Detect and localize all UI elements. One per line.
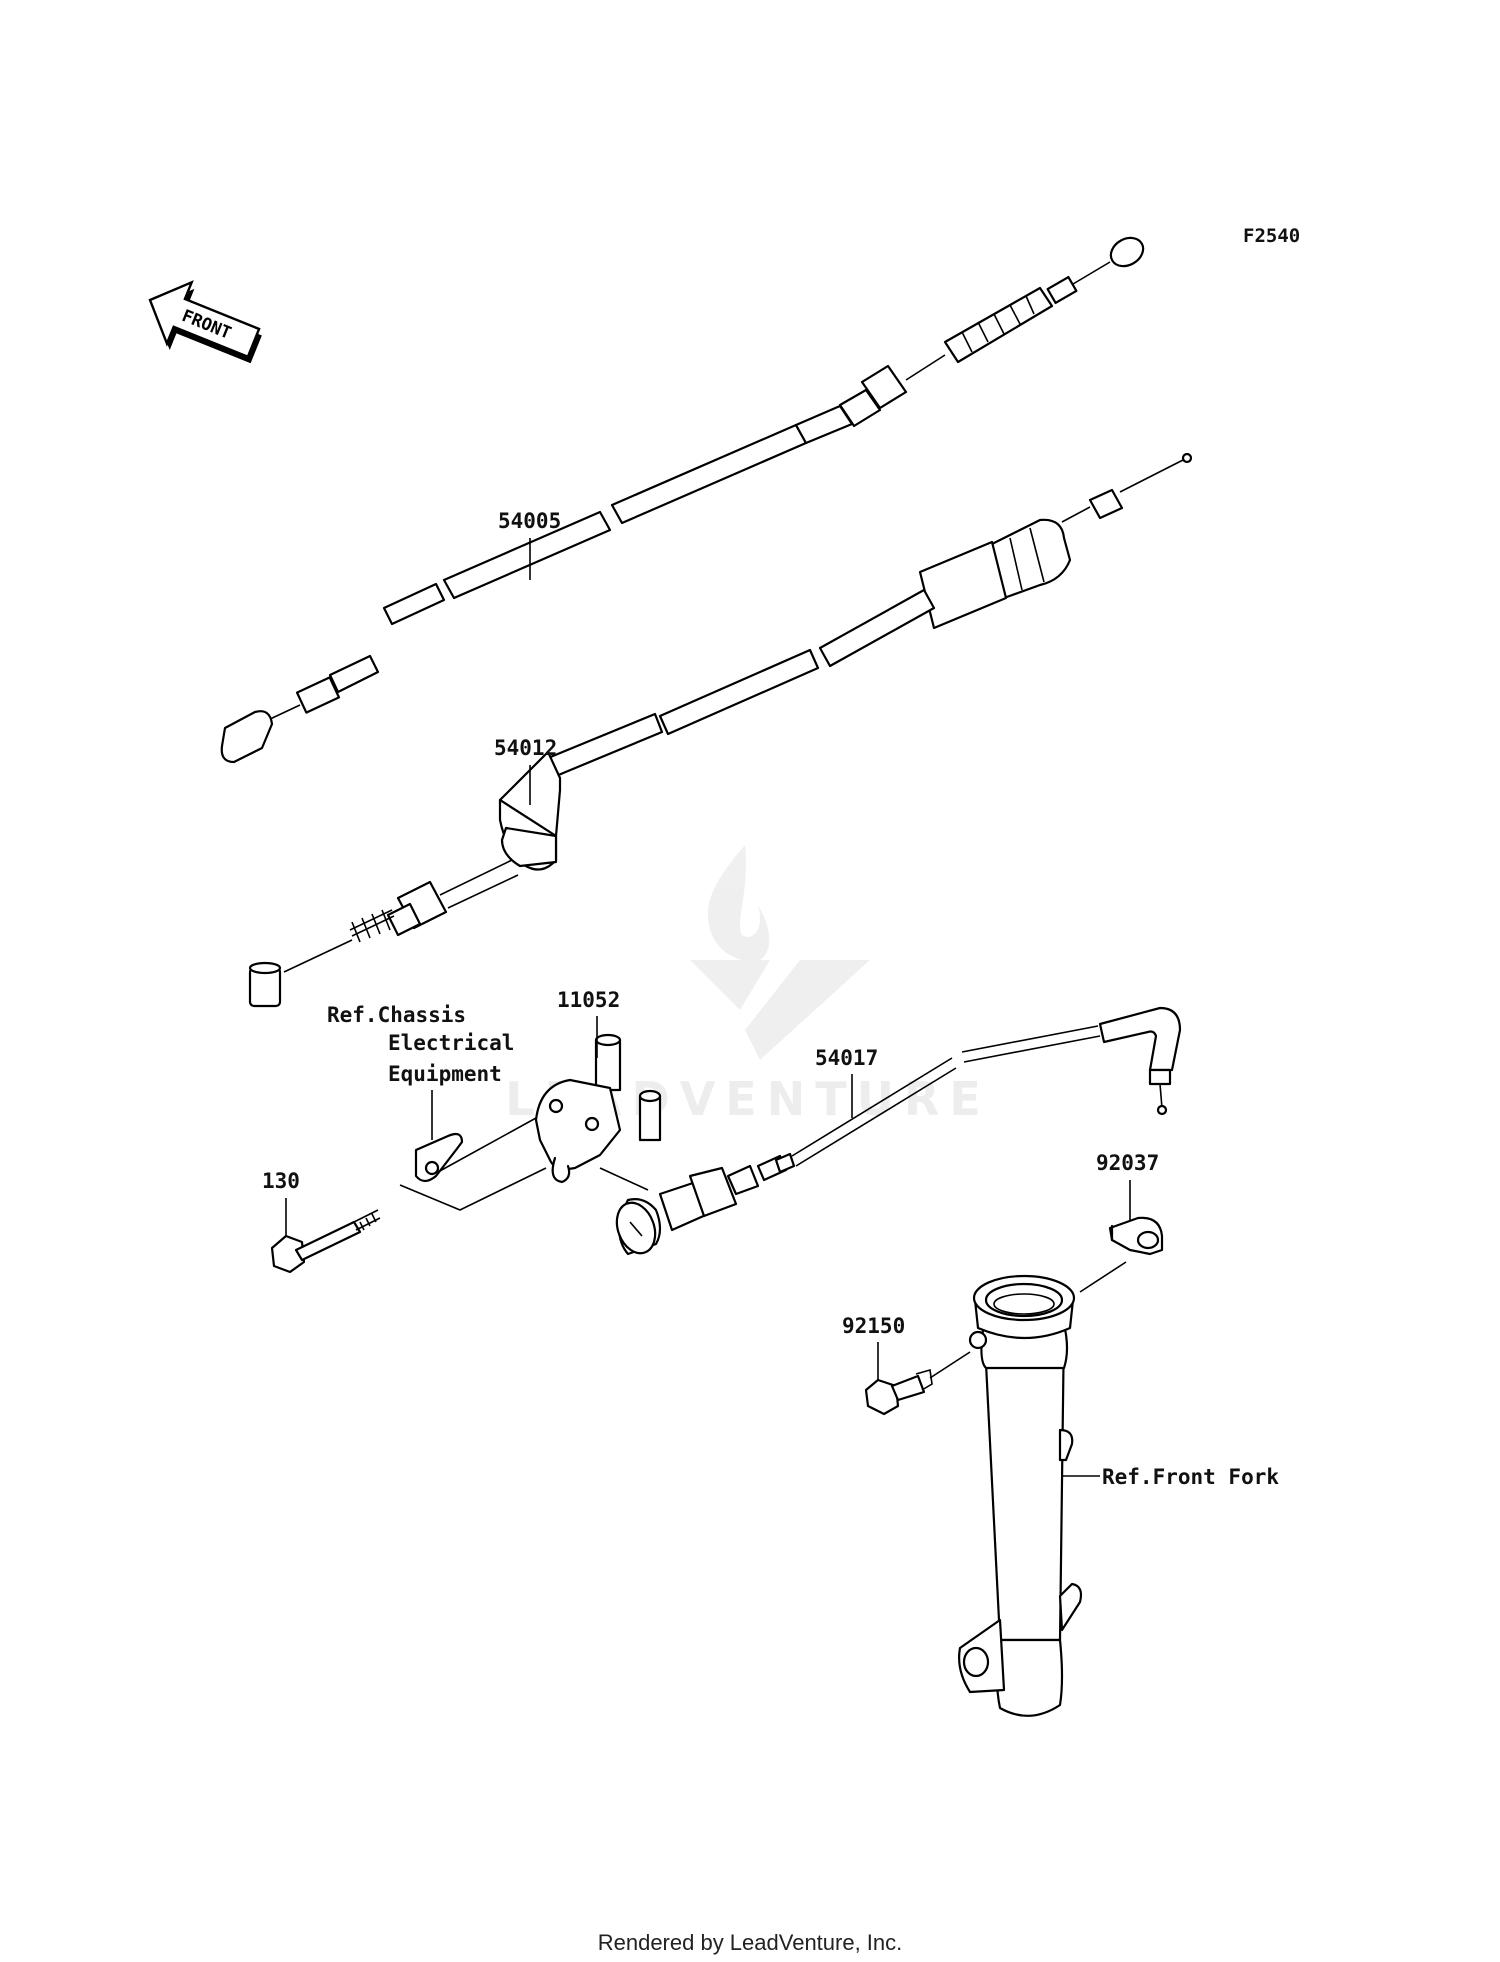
bracket-11052 — [534, 1033, 662, 1184]
front-arrow-icon: FRONT — [148, 280, 262, 364]
cable-54005 — [220, 236, 1145, 764]
label-54005: 54005 — [498, 509, 561, 533]
label-130: 130 — [262, 1169, 300, 1193]
clamp-92037 — [1108, 1216, 1164, 1256]
front-fork — [958, 1274, 1083, 1717]
label-11052: 11052 — [557, 988, 620, 1012]
bolt-92150 — [864, 1368, 933, 1416]
chassis-clamp — [414, 1132, 464, 1183]
footer-credit: Rendered by LeadVenture, Inc. — [598, 1930, 903, 1955]
label-ref-chassis-1: Ref.Chassis — [327, 1003, 466, 1027]
figure-code: F2540 — [1243, 225, 1300, 247]
bolt-130 — [270, 1209, 381, 1274]
label-92150: 92150 — [842, 1314, 905, 1338]
label-ref-chassis-3: Equipment — [388, 1062, 502, 1086]
label-ref-chassis-2: Electrical — [388, 1031, 514, 1055]
label-ref-front-fork: Ref.Front Fork — [1102, 1465, 1279, 1489]
cable-54017 — [615, 1006, 1182, 1256]
label-54012: 54012 — [494, 736, 557, 760]
label-54017: 54017 — [815, 1046, 878, 1070]
label-92037: 92037 — [1096, 1151, 1159, 1175]
